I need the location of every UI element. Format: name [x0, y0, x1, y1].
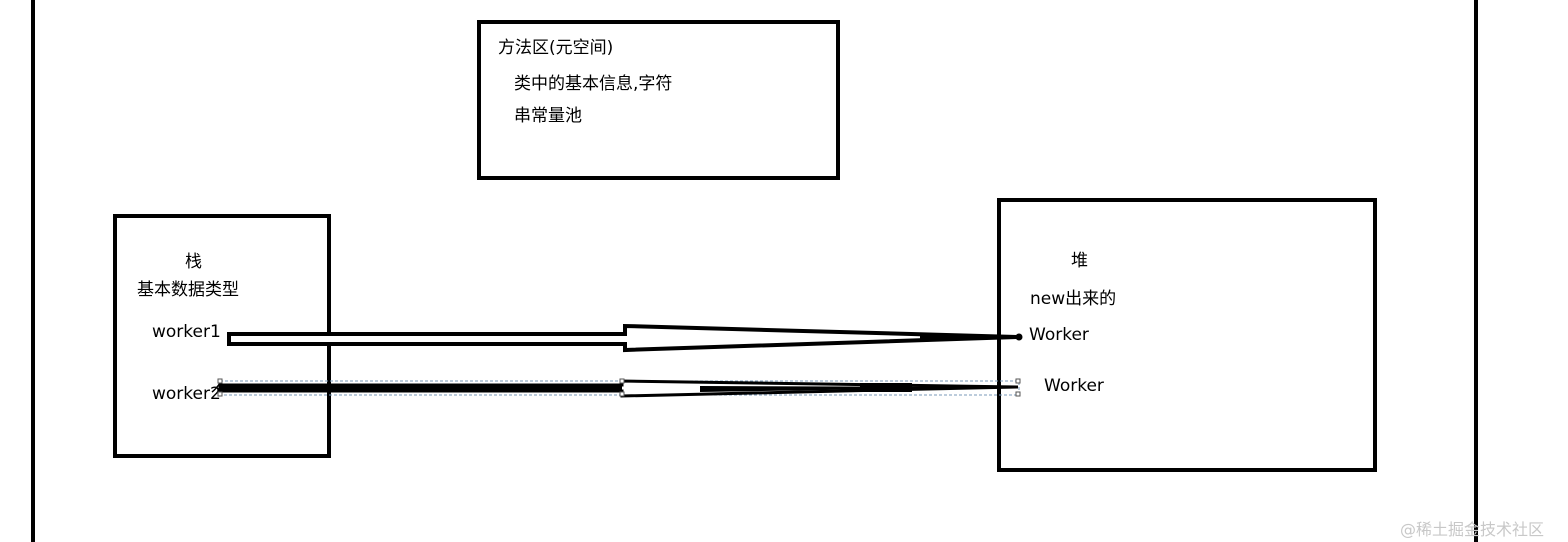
method-area-desc-line2: 串常量池	[514, 106, 582, 126]
method-area-title: 方法区(元空间)	[498, 38, 614, 58]
frame-right-border	[1474, 0, 1478, 542]
heap-subtitle: new出来的	[1030, 289, 1117, 309]
frame-left-border	[31, 0, 35, 542]
watermark-text: @稀土掘金技术社区	[1400, 520, 1545, 539]
stack-var-worker2: worker2	[152, 384, 221, 404]
method-area-desc-line1: 类中的基本信息,字符	[514, 74, 673, 94]
heap-title: 堆	[1071, 251, 1088, 271]
stack-var-worker1: worker1	[152, 322, 221, 342]
heap-object-worker2: Worker	[1044, 376, 1104, 396]
stack-title: 栈	[185, 252, 202, 272]
stack-subtitle: 基本数据类型	[137, 280, 239, 300]
reference-arrow-worker2[interactable]	[211, 378, 1021, 398]
method-area-box[interactable]	[477, 20, 840, 180]
heap-object-worker1: Worker	[1029, 325, 1089, 345]
reference-arrow-worker1[interactable]	[227, 323, 1023, 353]
